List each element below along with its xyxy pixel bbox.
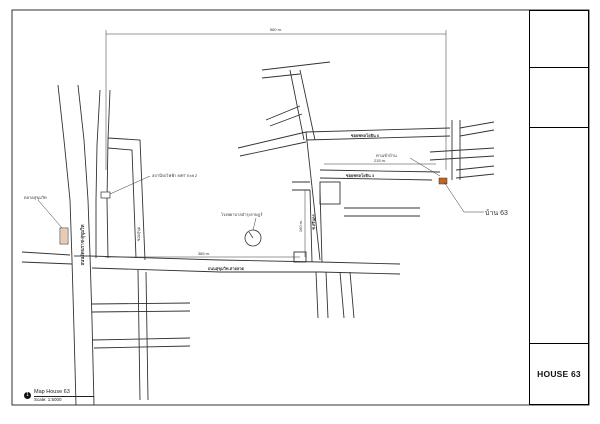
road-right-diag-small-a bbox=[265, 105, 301, 121]
map-labels: 560 m. 215 m. 365 m. 160 m. ซอยพหลโยธิน … bbox=[24, 27, 508, 272]
caption-name: Map House 63 bbox=[34, 389, 70, 395]
road-right-row-1-diag-b bbox=[239, 141, 307, 157]
road-right-row-1-a bbox=[305, 127, 451, 133]
road-main-horizontal-bottom bbox=[91, 267, 401, 275]
road-left-branch-b bbox=[21, 261, 73, 265]
market-icon-inner bbox=[61, 229, 67, 243]
road-right-horizontal-top-a bbox=[261, 61, 331, 71]
title-block: HOUSE 63 bbox=[529, 10, 589, 405]
road-lower-4 bbox=[93, 345, 191, 349]
road-right-horizontal-top-b bbox=[261, 73, 301, 79]
dim-mid-label: 215 m. bbox=[374, 158, 386, 163]
road-right-upper-h1 bbox=[459, 121, 495, 129]
road-lower-3 bbox=[91, 337, 191, 341]
road-main-vertical-right bbox=[77, 84, 95, 406]
road-right-upper-h5 bbox=[455, 165, 495, 171]
sheet-frame bbox=[11, 9, 590, 406]
leader-temple bbox=[252, 217, 257, 231]
road-lower-v1-a bbox=[137, 269, 141, 401]
road-second-vertical-left bbox=[95, 89, 101, 258]
leader-lines bbox=[37, 157, 484, 231]
road-main-vertical-left bbox=[57, 84, 77, 406]
road-right-row-1-b bbox=[305, 135, 451, 141]
road-center-lower-right bbox=[325, 271, 329, 319]
dim-vertical-label: 160 m. bbox=[298, 220, 303, 232]
train-exit-icon bbox=[100, 191, 111, 199]
road-left-branch-a bbox=[21, 251, 71, 256]
road-lower-1 bbox=[91, 302, 191, 305]
road-right-upper-h4 bbox=[429, 155, 495, 161]
road-center-lower-left bbox=[315, 271, 319, 319]
road-center-lower2-right bbox=[349, 271, 355, 319]
road-right-diagonal-b bbox=[289, 69, 305, 141]
road-second-vertical-right bbox=[106, 89, 111, 259]
road-right-upper-h3 bbox=[429, 147, 495, 153]
drawing-caption: 1 Map House 63 Scale: 1:5000 bbox=[24, 389, 134, 405]
caption-scale: Scale: 1:5000 bbox=[34, 397, 62, 402]
leader-market bbox=[37, 199, 63, 229]
dim-top-label: 560 m. bbox=[270, 27, 282, 32]
temple-icon-needle bbox=[248, 231, 254, 239]
road-center-lower2-left bbox=[339, 271, 345, 319]
road-lower-2 bbox=[91, 310, 191, 313]
corner-house-label: ทางเข้าบ้าน bbox=[376, 153, 397, 158]
road-right-row-1-diag-a bbox=[237, 131, 307, 149]
market-label: ตลาดสุขุมวิท bbox=[24, 195, 47, 201]
road-right-vertical-a bbox=[305, 131, 321, 261]
caption-marker: 1 bbox=[24, 392, 31, 399]
house-63-marker bbox=[438, 177, 448, 185]
dim-bottom-label: 365 m. bbox=[198, 251, 210, 256]
block-a bbox=[319, 181, 341, 205]
road-network bbox=[21, 61, 495, 406]
road-right-diagonal-a bbox=[299, 69, 316, 141]
road-middle-right-label: ซอยพหลโยธิน 3 bbox=[346, 173, 375, 178]
landmarks bbox=[59, 177, 448, 247]
road-main-horizontal-top bbox=[89, 255, 401, 265]
market-icon bbox=[59, 227, 69, 245]
road-main-vertical-label: ถนนรัตนราช-สุขุมวิท bbox=[79, 224, 86, 265]
title-block-cell-2 bbox=[530, 68, 588, 128]
train-exit-label: สถานีรถไฟฟ้า MRT Exit 2 bbox=[152, 173, 198, 178]
road-right-upper-h6 bbox=[455, 173, 495, 179]
title-block-cell-3 bbox=[530, 128, 588, 344]
leader-train-exit bbox=[109, 175, 151, 195]
road-upper-right-label: ซอยพหลโยธิน 6 bbox=[351, 133, 380, 138]
road-right-diag-small-b bbox=[269, 113, 303, 127]
road-lower-v1-b bbox=[145, 271, 149, 401]
road-main-horizontal-label: ถนนสุขุมวิท-สายลวด bbox=[208, 266, 245, 272]
road-center-vertical-left bbox=[309, 189, 313, 263]
road-side-left-label: ซอยสุขุม bbox=[136, 226, 142, 241]
dimensions bbox=[105, 30, 447, 258]
temple-label: โรงพยาบาลบำรุงราษฎร์ bbox=[221, 212, 263, 218]
house-63-label: บ้าน 63 bbox=[485, 209, 508, 217]
road-upper-left bbox=[107, 137, 146, 261]
road-side-center-label: ซ.ศรีนคร bbox=[311, 213, 316, 229]
leader-corner-house bbox=[409, 157, 441, 177]
drawing-title: HOUSE 63 bbox=[537, 369, 581, 379]
leader-house-63 bbox=[443, 181, 484, 213]
road-right-upper-h2 bbox=[459, 129, 495, 137]
road-right-row-2-a bbox=[319, 169, 441, 173]
title-block-cell-1 bbox=[530, 11, 588, 68]
caption-underline bbox=[34, 396, 94, 397]
road-right-row-2-b bbox=[319, 177, 433, 181]
road-upper-left-2 bbox=[107, 147, 137, 259]
